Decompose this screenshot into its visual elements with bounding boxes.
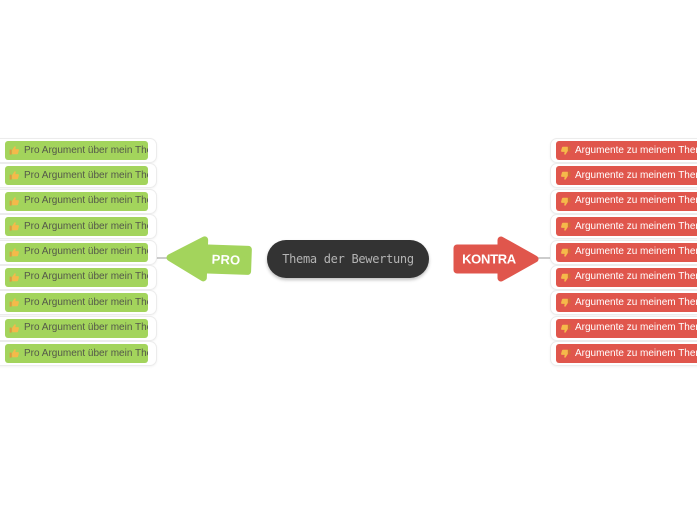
thumbs-down-icon (561, 247, 571, 257)
kontra-argument-node[interactable]: Argumente zu meinem Thema (556, 166, 697, 186)
pro-argument-label: Pro Argument über mein Thema (24, 347, 148, 359)
pro-argument-node[interactable]: Pro Argument über mein Thema (5, 318, 148, 338)
kontra-argument-card: Argumente zu meinem Thema (550, 163, 697, 189)
kontra-argument-card: Argumente zu meinem Thema (550, 341, 697, 367)
pro-argument-node[interactable]: Pro Argument über mein Thema (5, 242, 148, 262)
pro-argument-node[interactable]: Pro Argument über mein Thema (5, 191, 148, 211)
pro-argument-label: Pro Argument über mein Thema (24, 322, 148, 334)
kontra-argument-card: Argumente zu meinem Thema (550, 239, 697, 265)
thumbs-up-icon (9, 247, 19, 257)
kontra-arguments-column: Argumente zu meinem Thema Argumente zu m… (550, 138, 697, 367)
kontra-argument-card: Argumente zu meinem Thema (550, 214, 697, 240)
pro-argument-label: Pro Argument über mein Thema (24, 246, 148, 258)
kontra-branch-node[interactable]: KONTRA (452, 232, 542, 286)
root-topic-node[interactable]: Thema der Bewertung (267, 240, 429, 278)
kontra-argument-card: Argumente zu meinem Thema (550, 315, 697, 341)
kontra-argument-node[interactable]: Argumente zu meinem Thema (556, 318, 697, 338)
pro-argument-card: Pro Argument über mein Thema (0, 264, 157, 290)
kontra-argument-card: Argumente zu meinem Thema (550, 188, 697, 214)
pro-argument-card: Pro Argument über mein Thema (0, 315, 157, 341)
pro-argument-label: Pro Argument über mein Thema (24, 220, 148, 232)
kontra-argument-node[interactable]: Argumente zu meinem Thema (556, 191, 697, 211)
kontra-argument-node[interactable]: Argumente zu meinem Thema (556, 217, 697, 237)
kontra-argument-card: Argumente zu meinem Thema (550, 138, 697, 163)
pro-argument-card: Pro Argument über mein Thema (0, 188, 157, 214)
thumbs-up-icon (9, 222, 19, 231)
thumbs-down-icon (561, 349, 571, 358)
pro-argument-card: Pro Argument über mein Thema (0, 290, 157, 316)
kontra-argument-label: Argumente zu meinem Thema (575, 220, 697, 232)
thumbs-down-icon (561, 273, 571, 282)
thumbs-up-icon (9, 146, 19, 155)
pro-argument-label: Pro Argument über mein Thema (24, 271, 148, 283)
pro-argument-node[interactable]: Pro Argument über mein Thema (5, 293, 148, 313)
kontra-branch-connector (536, 257, 552, 259)
root-topic-label: Thema der Bewertung (282, 252, 414, 266)
thumbs-up-icon (9, 349, 19, 358)
kontra-argument-card: Argumente zu meinem Thema (550, 290, 697, 316)
pro-argument-node[interactable]: Pro Argument über mein Thema (5, 344, 148, 364)
kontra-branch-label: KONTRA (462, 251, 516, 267)
kontra-argument-label: Argumente zu meinem Thema (575, 195, 697, 207)
pro-branch-label: PRO (211, 251, 241, 268)
kontra-argument-node[interactable]: Argumente zu meinem Thema (556, 267, 697, 287)
thumbs-up-icon (9, 324, 19, 333)
thumbs-down-icon (561, 298, 571, 308)
pro-argument-label: Pro Argument über mein Thema (24, 169, 148, 181)
pro-branch-connector (155, 257, 170, 259)
thumbs-down-icon (561, 146, 571, 155)
pro-argument-card: Pro Argument über mein Thema (0, 214, 157, 240)
kontra-argument-label: Argumente zu meinem Thema (575, 322, 697, 334)
kontra-argument-label: Argumente zu meinem Thema (575, 271, 697, 283)
thumbs-up-icon (9, 171, 19, 181)
kontra-argument-label: Argumente zu meinem Thema (575, 347, 697, 359)
thumbs-down-icon (561, 197, 571, 206)
kontra-argument-label: Argumente zu meinem Thema (575, 144, 697, 156)
kontra-argument-node[interactable]: Argumente zu meinem Thema (556, 344, 697, 364)
pro-argument-label: Pro Argument über mein Thema (24, 144, 148, 156)
pro-arguments-column: Pro Argument über mein Thema Pro Argumen… (0, 138, 157, 367)
pro-argument-label: Pro Argument über mein Thema (24, 296, 148, 308)
kontra-argument-label: Argumente zu meinem Thema (575, 296, 697, 308)
kontra-argument-card: Argumente zu meinem Thema (550, 264, 697, 290)
pro-argument-node[interactable]: Pro Argument über mein Thema (5, 267, 148, 287)
thumbs-up-icon (9, 273, 19, 282)
pro-argument-node[interactable]: Pro Argument über mein Thema (5, 141, 148, 160)
pro-argument-label: Pro Argument über mein Thema (24, 195, 148, 207)
pro-argument-node[interactable]: Pro Argument über mein Thema (5, 217, 148, 237)
thumbs-down-icon (561, 171, 571, 181)
pro-arrow-shape (166, 236, 252, 282)
kontra-argument-label: Argumente zu meinem Thema (575, 169, 697, 181)
thumbs-down-icon (561, 324, 571, 333)
kontra-argument-node[interactable]: Argumente zu meinem Thema (556, 141, 697, 160)
kontra-argument-node[interactable]: Argumente zu meinem Thema (556, 293, 697, 313)
pro-argument-card: Pro Argument über mein Thema (0, 341, 157, 367)
pro-argument-card: Pro Argument über mein Thema (0, 239, 157, 265)
pro-argument-node[interactable]: Pro Argument über mein Thema (5, 166, 148, 186)
kontra-arrow-shape (453, 236, 539, 282)
thumbs-up-icon (9, 298, 19, 307)
thumbs-down-icon (561, 222, 571, 231)
pro-argument-card: Pro Argument über mein Thema (0, 163, 157, 189)
pro-argument-card: Pro Argument über mein Thema (0, 138, 157, 163)
kontra-argument-node[interactable]: Argumente zu meinem Thema (556, 242, 697, 262)
kontra-argument-label: Argumente zu meinem Thema (575, 246, 697, 258)
pro-branch-node[interactable]: PRO (162, 230, 254, 287)
thumbs-up-icon (9, 197, 19, 206)
